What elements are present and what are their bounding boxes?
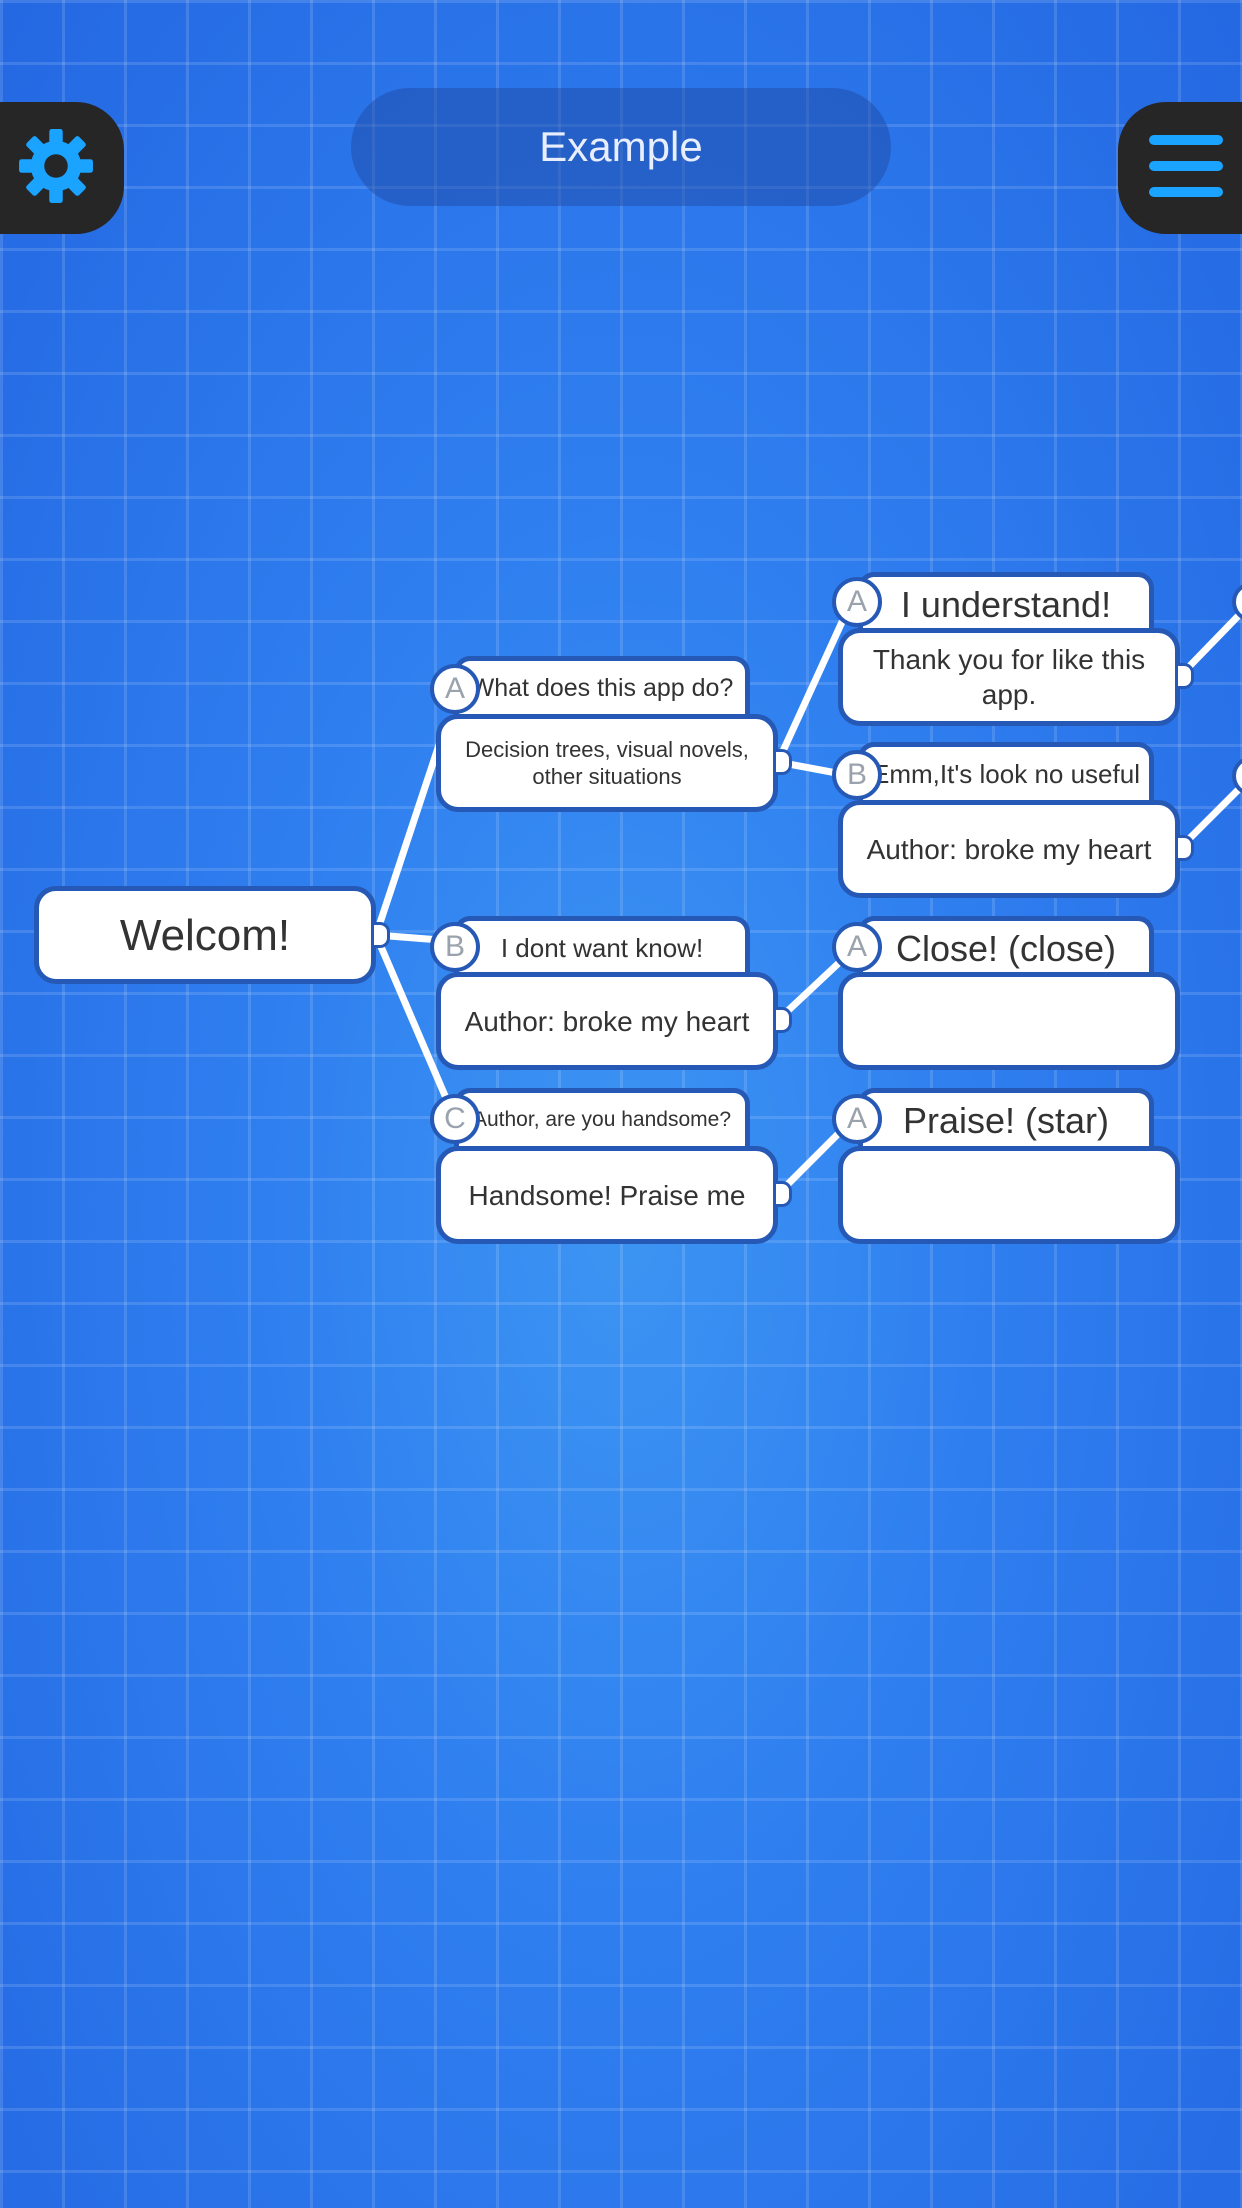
hamburger-menu-icon	[1147, 133, 1225, 204]
settings-button[interactable]	[0, 102, 124, 234]
choice-tab[interactable]: I dont want know!	[454, 916, 750, 976]
answer-node-connector[interactable]	[1178, 663, 1194, 689]
choice-tab[interactable]: Author, are you handsome?	[454, 1088, 750, 1146]
choice-label: I understand!	[900, 583, 1112, 625]
link-root-a	[372, 738, 444, 939]
choice-badge: A	[430, 664, 480, 714]
choice-badge: A	[832, 1094, 882, 1144]
link-a-a	[774, 618, 846, 766]
answer-node[interactable]: Handsome! Praise me	[436, 1146, 778, 1244]
root-node-connector[interactable]	[374, 922, 390, 948]
answer-label: Decision trees, visual novels, other sit…	[465, 736, 749, 790]
page-title: Example	[351, 88, 891, 206]
link-root-c	[372, 931, 450, 1102]
answer-label: Author: broke my heart	[866, 833, 1152, 865]
choice-label: Close! (close)	[895, 927, 1117, 969]
answer-node[interactable]	[838, 1146, 1180, 1244]
answer-node[interactable]: Decision trees, visual novels, other sit…	[436, 714, 778, 812]
answer-node[interactable]: Author: broke my heart	[838, 800, 1180, 898]
choice-tab[interactable]: Emm,It's look no useful	[858, 742, 1154, 802]
choice-label: I dont want know!	[500, 933, 704, 964]
answer-node[interactable]: Thank you for like this app.	[838, 628, 1180, 726]
choice-tab[interactable]: Close! (close)	[858, 916, 1154, 976]
choice-badge: C	[430, 1094, 480, 1144]
answer-label: Author: broke my heart	[464, 1005, 750, 1037]
choice-tab[interactable]: I understand!	[858, 572, 1154, 632]
answer-label: Thank you for like this app.	[872, 644, 1146, 710]
choice-label: What does this app do?	[470, 673, 734, 702]
menu-button[interactable]	[1118, 102, 1242, 234]
choice-label: Praise! (star)	[902, 1099, 1110, 1141]
gear-icon	[14, 124, 98, 213]
answer-label: Handsome! Praise me	[468, 1179, 746, 1211]
answer-node-connector[interactable]	[776, 1181, 792, 1207]
answer-node[interactable]: Author: broke my heart	[436, 972, 778, 1070]
choice-badge: A	[832, 922, 882, 972]
choice-tab[interactable]: Praise! (star)	[858, 1088, 1154, 1148]
choice-badge: A	[832, 577, 882, 627]
choice-tab[interactable]: What does this app do?	[454, 656, 750, 716]
answer-node[interactable]	[838, 972, 1180, 1070]
choice-badge: B	[430, 922, 480, 972]
answer-node-connector[interactable]	[776, 1007, 792, 1033]
choice-label: Author, are you handsome?	[472, 1107, 731, 1131]
root-node[interactable]: Welcom!	[34, 886, 376, 984]
root-node-label: Welcom!	[119, 910, 291, 960]
answer-node-connector[interactable]	[1178, 835, 1194, 861]
choice-badge: B	[832, 750, 882, 800]
answer-node-connector[interactable]	[776, 749, 792, 775]
page-title-text: Example	[539, 123, 703, 170]
choice-label: Emm,It's look no useful	[872, 759, 1140, 790]
